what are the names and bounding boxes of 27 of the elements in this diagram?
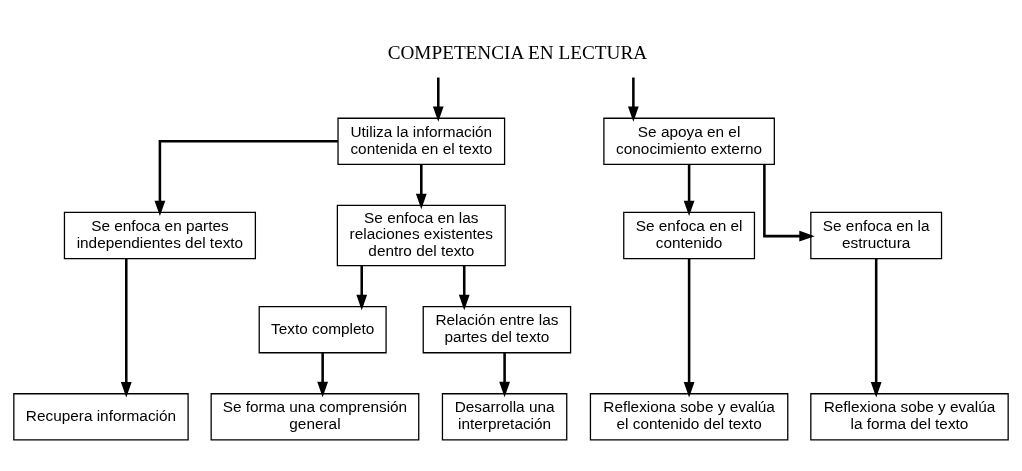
arrow — [317, 353, 329, 398]
node-box: Se enfoca en el contenido — [623, 211, 756, 260]
arrow — [356, 265, 368, 311]
arrow — [763, 164, 815, 242]
arrow — [683, 164, 695, 217]
node-box: Texto completo — [258, 305, 387, 354]
arrow — [154, 140, 338, 217]
node-box: Recupera información — [13, 393, 189, 441]
node-box: Se enfoca en las relaciones existentes dentro del texto — [336, 204, 506, 267]
arrow — [432, 77, 444, 122]
node-box: Desarrolla una interpretación — [441, 393, 568, 441]
node-box: Se apoya en el conocimiento externo — [603, 117, 775, 166]
arrow — [120, 258, 132, 398]
node-box: Reflexiona sobe y evalúa el contenido del texto — [589, 393, 789, 441]
node-box: Utiliza la información contenida en el texto — [337, 117, 506, 166]
arrow — [458, 265, 470, 311]
arrow — [499, 353, 510, 398]
node-box: Relación entre las partes del texto — [422, 305, 572, 354]
node-text: COMPETENCIA EN LECTURA — [387, 41, 648, 63]
node-box: Se forma una comprensión general — [210, 393, 420, 441]
arrow — [870, 258, 882, 398]
node-box: Se enfoca en la estructura — [810, 211, 943, 260]
node-box: Se enfoca en partes independientes del texto — [63, 211, 256, 260]
arrow — [627, 77, 639, 122]
arrow — [683, 258, 695, 398]
arrow — [415, 164, 427, 210]
node-box: Reflexiona sobe y evalúa la forma del texto — [810, 393, 1009, 441]
